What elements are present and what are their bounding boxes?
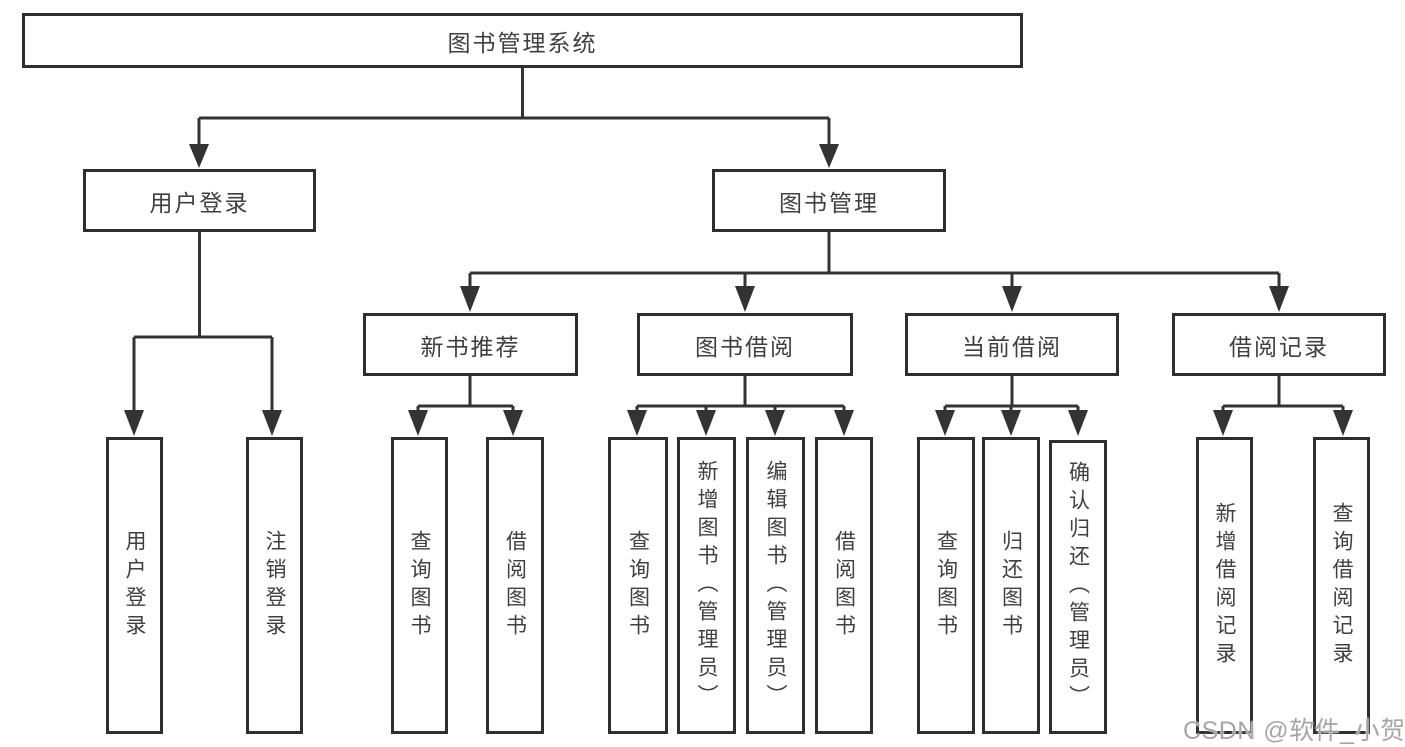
node-book-management: 图书管理 (712, 169, 946, 232)
node-user-login-label: 用户登录 (149, 189, 250, 216)
leaf-current-return: 归还图书 (982, 437, 1040, 734)
leaf-newbook-borrow: 借阅图书 (486, 437, 544, 734)
leaf-borrow-add-label: 新增图书（管理员） (695, 459, 718, 712)
leaf-borrow-book: 借阅图书 (815, 437, 873, 734)
leaf-records-query: 查询借阅记录 (1313, 437, 1370, 734)
connector-root-to-level2 (197, 68, 831, 150)
connector-borrow-records-children (1221, 376, 1345, 414)
leaf-current-query-label: 查询图书 (934, 529, 958, 642)
node-new-book-recommend-label: 新书推荐 (420, 333, 521, 360)
leaf-current-return-label: 归还图书 (999, 529, 1023, 642)
node-root-system-label: 图书管理系统 (447, 29, 598, 56)
leaf-current-confirm-label: 确认归还（管理员） (1066, 461, 1090, 713)
connector-user-login-children (132, 232, 274, 412)
leaf-user-login: 用户登录 (106, 437, 163, 734)
node-book-management-label: 图书管理 (779, 189, 879, 216)
connector-current-borrow-children (943, 376, 1080, 414)
leaf-newbook-query: 查询图书 (391, 437, 448, 734)
leaf-records-query-label: 查询借阅记录 (1330, 501, 1353, 670)
connector-new-book-children (416, 376, 515, 414)
leaf-logout: 注销登录 (246, 437, 303, 734)
leaf-current-confirm: 确认归还（管理员） (1049, 440, 1107, 734)
csdn-watermark: CSDN @软件_小贺同学 (1183, 717, 1405, 745)
leaf-borrow-query: 查询图书 (608, 437, 668, 734)
leaf-borrow-edit: 编辑图书（管理员） (746, 437, 805, 734)
leaf-current-query: 查询图书 (917, 437, 975, 734)
leaf-newbook-query-label: 查询图书 (408, 529, 431, 642)
node-user-login: 用户登录 (83, 169, 316, 232)
node-book-borrow: 图书借阅 (637, 313, 853, 376)
leaf-logout-label: 注销登录 (263, 529, 286, 642)
leaf-newbook-borrow-label: 借阅图书 (503, 529, 527, 642)
node-book-borrow-label: 图书借阅 (695, 333, 795, 360)
connector-book-borrow-children (635, 376, 846, 414)
leaf-records-add-label: 新增借阅记录 (1213, 501, 1236, 670)
leaf-records-add: 新增借阅记录 (1196, 437, 1253, 734)
node-current-borrow: 当前借阅 (905, 313, 1119, 376)
connector-book-mgmt-children (468, 232, 1281, 290)
leaf-borrow-edit-label: 编辑图书（管理员） (764, 459, 787, 712)
leaf-user-login-label: 用户登录 (123, 529, 146, 642)
arrowheads (124, 144, 1353, 436)
leaf-borrow-add: 新增图书（管理员） (677, 437, 736, 734)
node-borrow-records-label: 借阅记录 (1229, 333, 1329, 360)
node-root-system: 图书管理系统 (22, 13, 1023, 68)
node-new-book-recommend: 新书推荐 (363, 313, 578, 376)
node-current-borrow-label: 当前借阅 (962, 333, 1062, 360)
leaf-borrow-book-label: 借阅图书 (832, 529, 856, 642)
leaf-borrow-query-label: 查询图书 (626, 529, 650, 642)
node-borrow-records: 借阅记录 (1172, 313, 1386, 376)
